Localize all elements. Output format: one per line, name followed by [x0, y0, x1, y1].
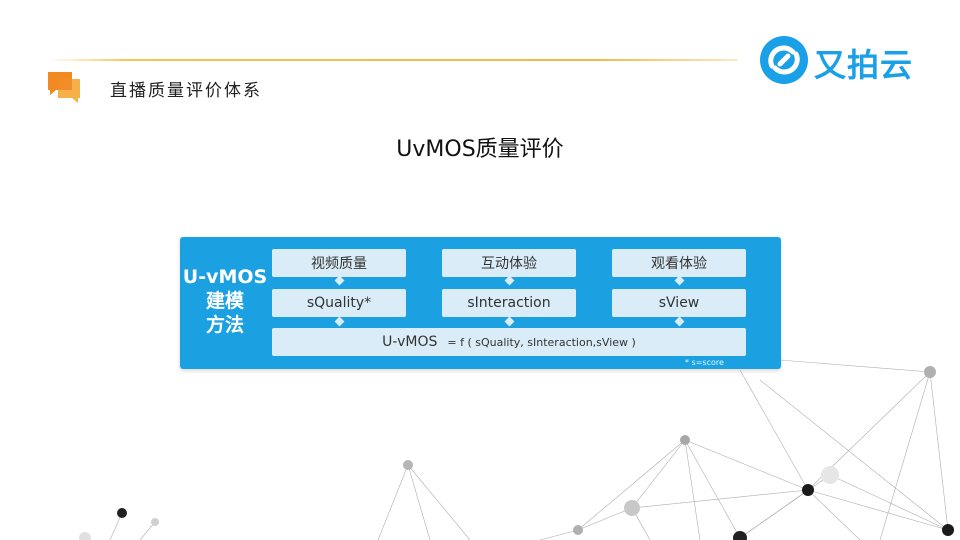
score-box-sview: sView: [612, 289, 746, 317]
label-box-video-quality: 视频质量: [272, 249, 406, 277]
label-box-viewing: 观看体验: [612, 249, 746, 277]
connector: [504, 316, 515, 327]
connector: [674, 316, 685, 327]
score-footnote: * s=score: [685, 358, 724, 367]
method-label: U-vMOS 建模 方法: [180, 265, 270, 337]
score-box-sinteraction: sInteraction: [442, 289, 576, 317]
header-divider: [48, 59, 738, 61]
uvmos-model-panel: U-vMOS 建模 方法 视频质量 sQuality* 互动体验 sIntera…: [180, 237, 781, 369]
connector: [674, 275, 685, 286]
label-box-interaction: 互动体验: [442, 249, 576, 277]
connector: [334, 316, 345, 327]
section-title: 直播质量评价体系: [110, 81, 262, 101]
cloud-logo-icon: [760, 36, 808, 84]
method-label-line: U-vMOS: [182, 266, 268, 288]
formula-expression: = f ( sQuality, sInteraction,sView ): [447, 335, 636, 349]
method-label-line: 方法: [205, 314, 244, 336]
connector: [504, 275, 515, 286]
connector: [334, 275, 345, 286]
method-label-line: 建模: [205, 290, 244, 312]
score-box-squality: sQuality*: [272, 289, 406, 317]
formula-box: U-vMOS = f ( sQuality, sInteraction,sVie…: [272, 328, 746, 356]
page-title: UvMOS质量评价: [396, 137, 564, 162]
chat-bubbles-icon: [48, 72, 80, 103]
formula-name: U-vMOS: [382, 334, 438, 350]
brand-logo: 又拍云: [758, 34, 918, 88]
logo-text: 又拍云: [814, 46, 914, 84]
